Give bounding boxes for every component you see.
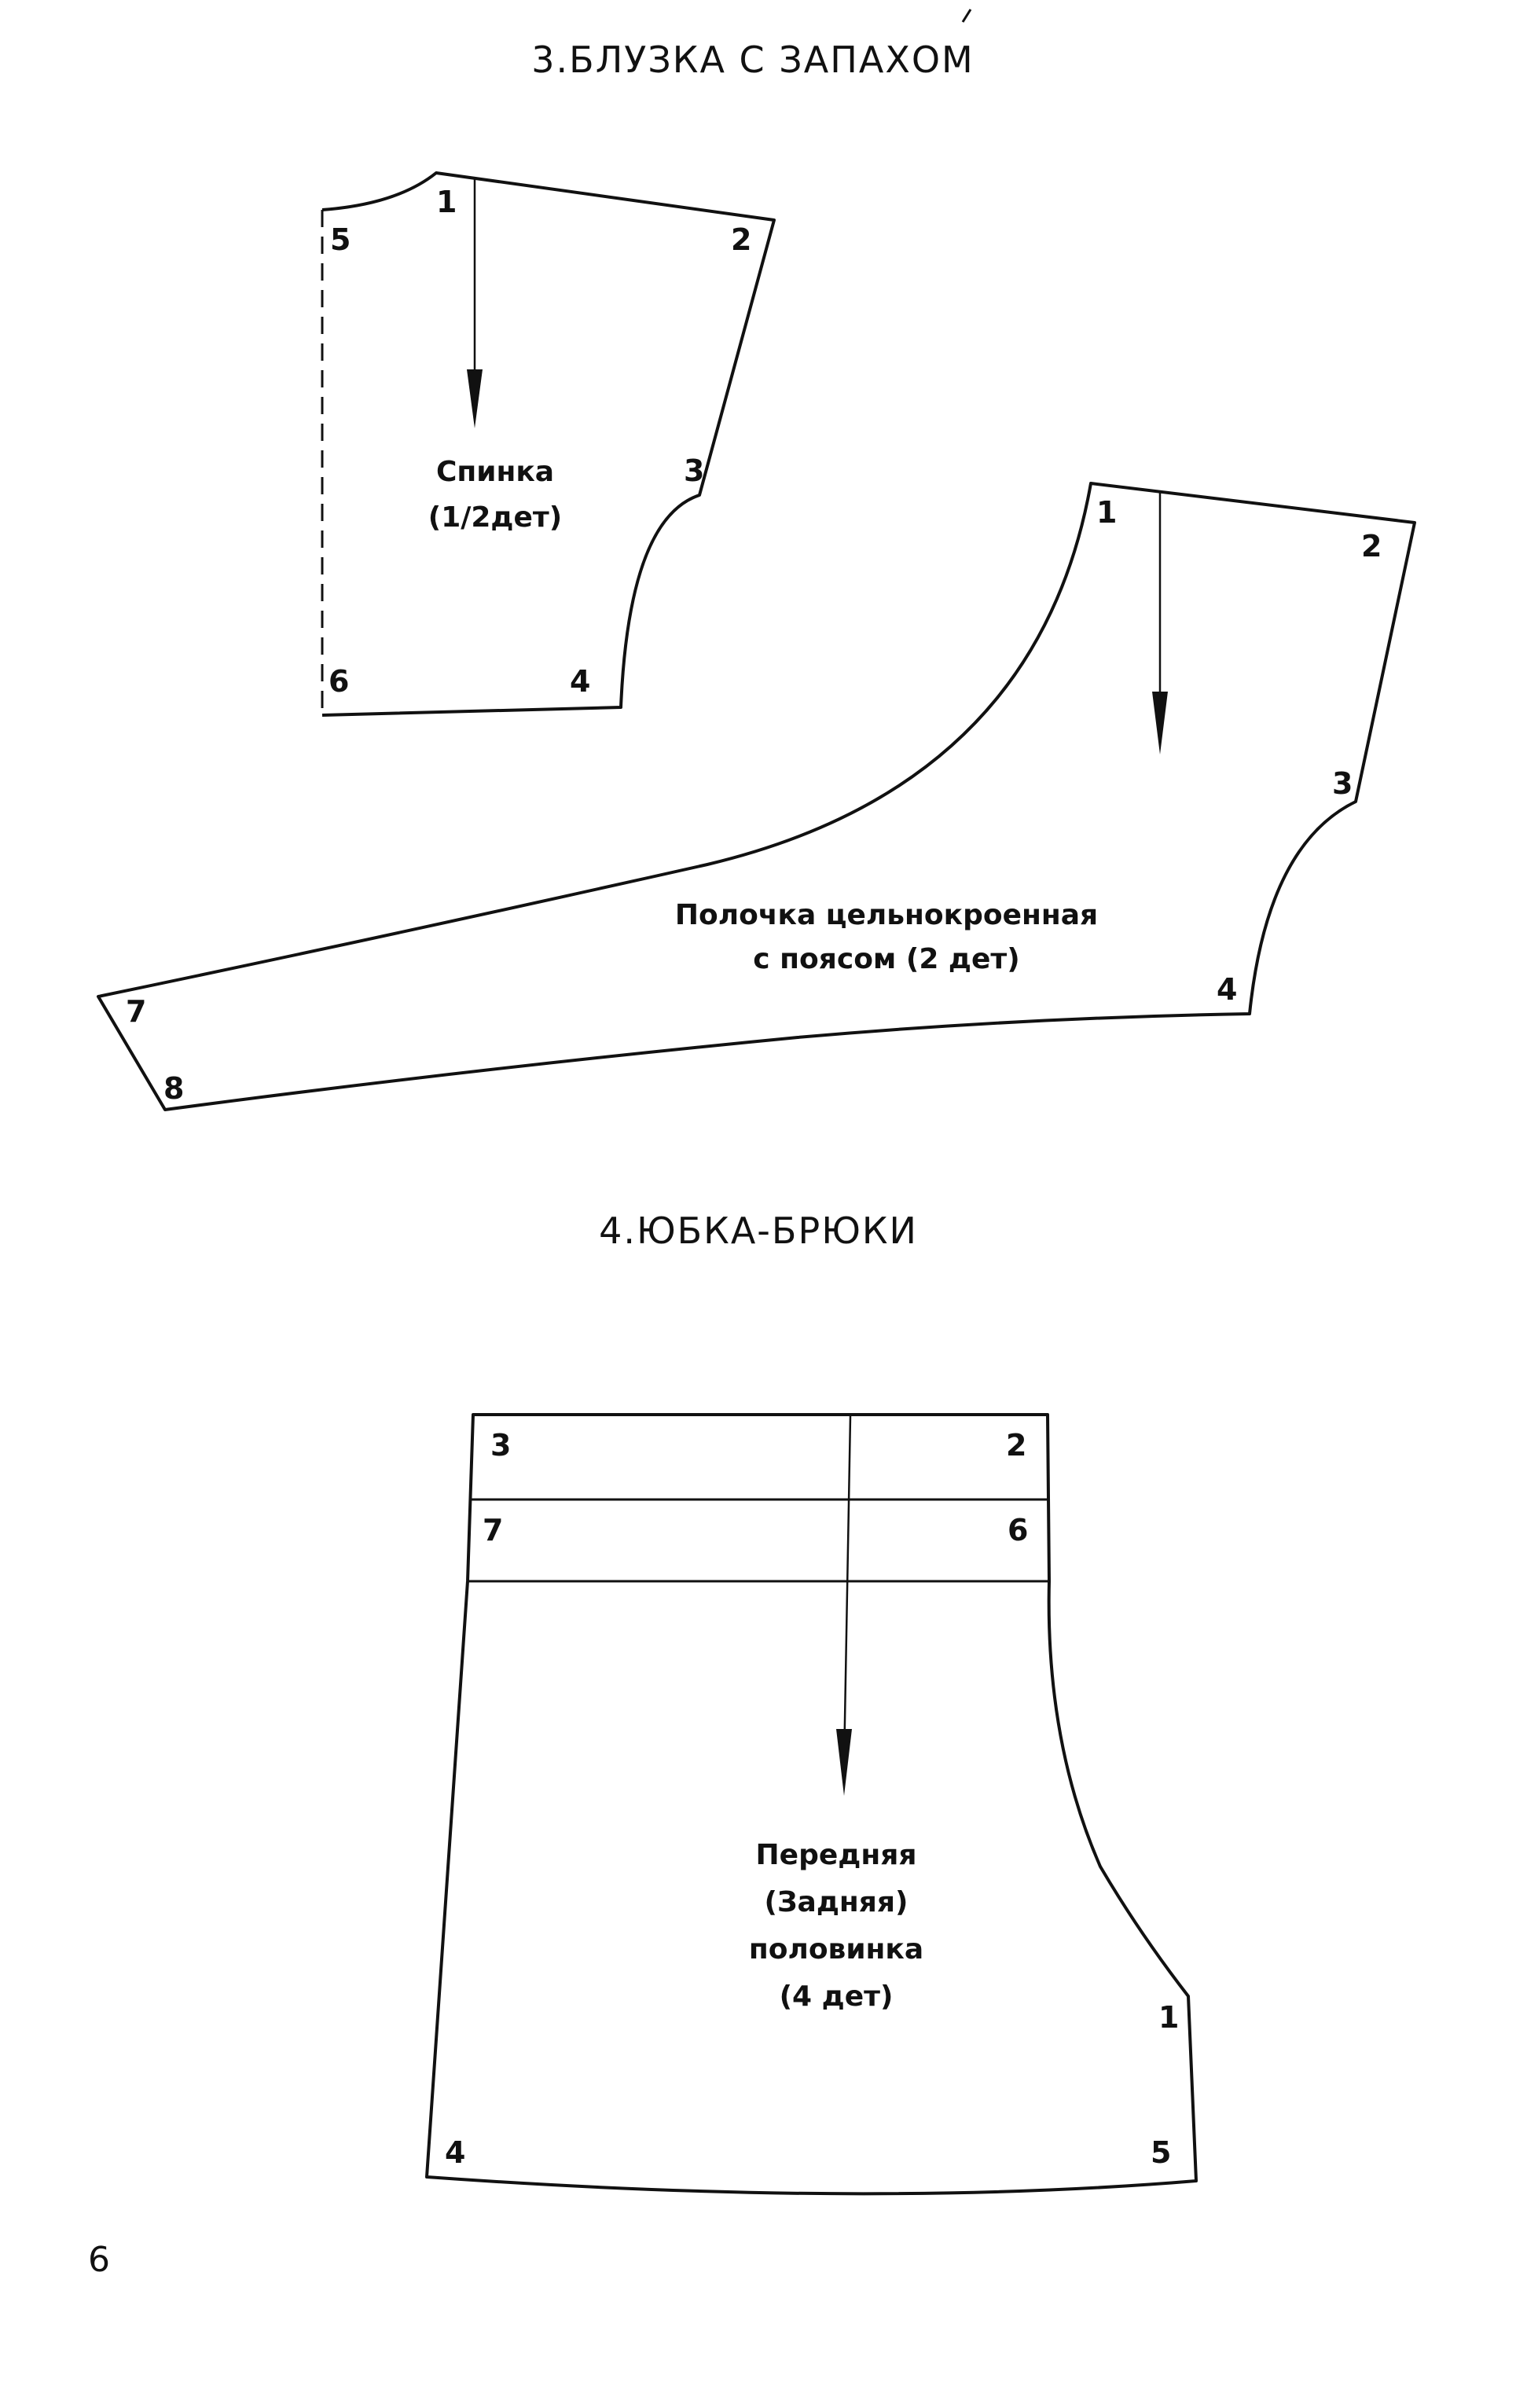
back-point-5: 5: [330, 222, 351, 257]
back-point-1: 1: [436, 185, 457, 219]
front-grain-arrowhead: [1152, 692, 1168, 754]
page-number: 6: [88, 2240, 110, 2280]
back-piece-outline: [321, 171, 776, 717]
skirt-point-6: 6: [1008, 1513, 1028, 1547]
front-point-2: 2: [1361, 529, 1382, 563]
skirt-point-2: 2: [1006, 1428, 1026, 1463]
front-point-8: 8: [163, 1071, 184, 1106]
skirt-point-5: 5: [1151, 2135, 1171, 2170]
back-grain-arrowhead: [467, 369, 483, 428]
front-piece-name: Полочка цельнокроенная: [675, 899, 1098, 931]
skirt-point-4: 4: [445, 2135, 465, 2170]
skirt-point-7: 7: [483, 1513, 503, 1547]
skirt-point-3: 3: [490, 1428, 511, 1463]
skirt-piece-line-2: (Задняя): [765, 1886, 908, 1918]
back-piece: Спинка (1/2дет) 1 2 3 4 5 6: [321, 171, 776, 717]
front-piece: Полочка цельнокроенная с поясом (2 дет) …: [97, 482, 1416, 1111]
stress-accent-mark: [961, 9, 972, 23]
back-piece-name: Спинка: [436, 456, 554, 488]
back-point-2: 2: [731, 222, 751, 257]
section-title-blouse: 3.БЛУЗКА С ЗАПАХОМ: [531, 39, 974, 81]
front-piece-count: с поясом (2 дет): [753, 943, 1019, 975]
back-piece-count: (1/2дет): [428, 501, 563, 534]
skirt-piece-outline: [425, 1413, 1198, 2196]
section-title-skirt: 4.ЮБКА-БРЮКИ: [599, 1210, 918, 1252]
front-point-3: 3: [1332, 766, 1353, 801]
skirt-piece: Передняя (Задняя) половинка (4 дет) 1 2 …: [425, 1413, 1198, 2196]
skirt-piece-line-3: половинка: [749, 1933, 923, 1966]
skirt-grain-arrowhead: [836, 1729, 852, 1796]
back-point-6: 6: [329, 664, 349, 699]
skirt-piece-line-1: Передняя: [756, 1839, 917, 1871]
front-point-1: 1: [1096, 495, 1117, 530]
front-piece-outline: [97, 482, 1416, 1111]
back-point-4: 4: [570, 664, 590, 699]
front-point-4: 4: [1217, 972, 1237, 1007]
skirt-point-1: 1: [1158, 2000, 1179, 2035]
skirt-grainline: [842, 1415, 852, 1765]
front-point-7: 7: [126, 994, 146, 1029]
back-point-3: 3: [684, 453, 704, 488]
skirt-piece-line-4: (4 дет): [780, 1980, 894, 2013]
